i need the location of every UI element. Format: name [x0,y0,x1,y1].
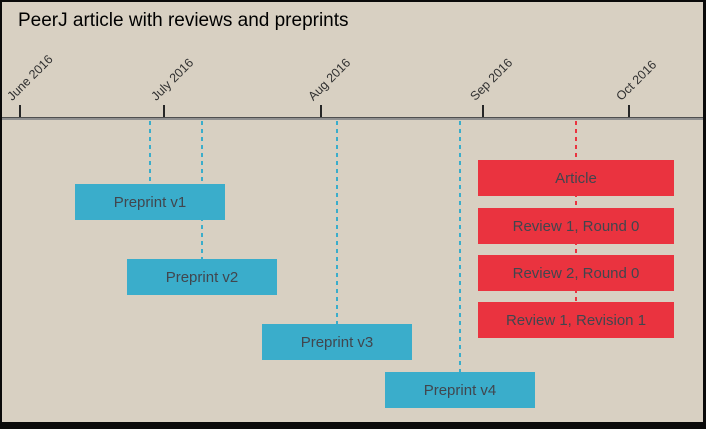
axis-tick-label-text: Aug 2016 [305,55,354,104]
bar-label: Preprint v3 [300,333,374,351]
bar-label: Preprint v2 [165,268,239,286]
bar-label: Review 1, Revision 1 [505,311,647,329]
axis-tick-mark-aug-2016 [320,105,322,117]
axis-tick-label-june-2016: June 2016 [5,52,56,103]
axis-tick-label-text: Oct 2016 [613,57,660,104]
bar-label: Preprint v4 [423,381,497,399]
axis-tick-label-sep-2016: Sep 2016 [468,56,516,104]
axis-tick-label-text: Sep 2016 [467,55,516,104]
bar-review-1-revision-1[interactable]: Review 1, Revision 1 [478,302,674,338]
leader-line-preprint-v3 [336,121,338,324]
bar-label: Review 2, Round 0 [512,264,640,282]
timeline-chart: PeerJ article with reviews and preprints… [2,2,703,422]
bar-review-1-round-0[interactable]: Review 1, Round 0 [478,208,674,244]
bar-preprint-v3[interactable]: Preprint v3 [262,324,412,360]
bar-label: Article [555,169,597,187]
axis-tick-label-text: July 2016 [148,55,197,104]
bar-preprint-v2[interactable]: Preprint v2 [127,259,277,295]
x-axis-line [2,117,703,120]
bar-review-2-round-0[interactable]: Review 2, Round 0 [478,255,674,291]
bar-preprint-v1[interactable]: Preprint v1 [75,184,225,220]
axis-tick-label-july-2016: July 2016 [149,56,197,104]
bar-label: Review 1, Round 0 [512,217,640,235]
axis-tick-mark-oct-2016 [628,105,630,117]
bar-article[interactable]: Article [478,160,674,196]
bar-label: Preprint v1 [113,193,187,211]
axis-tick-mark-july-2016 [163,105,165,117]
axis-tick-label-text: June 2016 [4,52,56,104]
axis-tick-mark-sep-2016 [482,105,484,117]
axis-tick-label-aug-2016: Aug 2016 [306,56,354,104]
leader-line-preprint-v1 [149,121,151,184]
axis-tick-mark-june-2016 [19,105,21,117]
axis-tick-label-oct-2016: Oct 2016 [614,58,660,104]
bar-preprint-v4[interactable]: Preprint v4 [385,372,535,408]
leader-line-preprint-v4 [459,121,461,372]
chart-title: PeerJ article with reviews and preprints [18,10,349,31]
